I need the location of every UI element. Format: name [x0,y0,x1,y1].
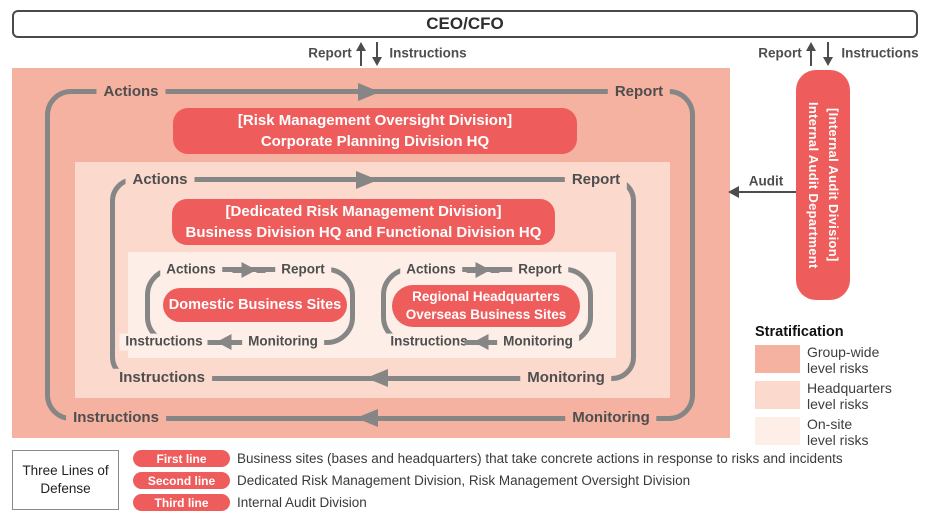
arrow-up-line [360,50,362,66]
legend-line: level risks [807,396,869,412]
group-instructions-label: Instructions [66,408,166,428]
dedicated-line1: [Dedicated Risk Management Division] [225,203,502,220]
arrow-up-icon [806,42,816,51]
hq-monitoring-label: Monitoring [520,368,612,388]
domestic-actions-label: Actions [160,261,222,279]
first-line-description: Business sites (bases and headquarters) … [237,451,843,466]
headquarters-legend-label: Headquarters level risks [807,380,892,412]
arrow-down-icon [372,57,382,66]
domestic-monitoring-label: Monitoring [242,333,324,351]
internal-audit-vertical-text: [Internal Audit Division] Internal Audit… [803,102,843,269]
report-label-right: Report [758,45,802,61]
domestic-box-label: Domestic Business Sites [168,297,342,313]
arrow-left-icon [356,409,378,427]
arrow-down-line [376,42,378,58]
legend-line: On-site [807,416,853,432]
arrow-left-icon [464,334,498,350]
internal-audit-department-box: [Internal Audit Division] Internal Audit… [796,70,850,300]
regional-overseas-sites-box: Regional Headquarters Overseas Business … [392,285,580,327]
stratification-title: Stratification [755,324,844,340]
group-actions-label: Actions [96,82,166,102]
arrow-right-icon [356,171,378,189]
hq-instructions-label: Instructions [112,368,212,388]
instructions-label-left: Instructions [389,45,467,61]
arrow-left-icon [366,369,388,387]
hq-actions-label: Actions [125,170,195,190]
legend-line: Headquarters [807,380,892,396]
regional-monitoring-label: Monitoring [497,333,579,351]
arrow-down-line [827,42,829,58]
group-wide-swatch [755,345,800,373]
arrow-right-icon [466,262,500,278]
audit-box-line1: [Internal Audit Division] [826,108,841,262]
dedicated-line2: Business Division HQ and Functional Divi… [185,224,542,241]
group-monitoring-label: Monitoring [565,408,657,428]
third-line-description: Internal Audit Division [237,495,367,510]
oversight-line2: Corporate Planning Division HQ [260,133,490,150]
regional-actions-label: Actions [400,261,462,279]
instructions-label-right: Instructions [841,45,919,61]
legend-line: level risks [807,432,869,448]
risk-oversight-division-box: [Risk Management Oversight Division] Cor… [173,108,577,154]
regional-instructions-label: Instructions [384,333,474,351]
domestic-instructions-label: Instructions [119,333,209,351]
ceo-cfo-label: CEO/CFO [426,14,504,33]
arrow-right-icon [232,262,266,278]
defense-box-line2: Defense [40,481,91,496]
arrow-left-icon [728,186,739,198]
hq-report-label: Report [564,170,628,190]
domestic-business-sites-box: Domestic Business Sites [163,288,347,322]
second-line-description: Dedicated Risk Management Division, Risk… [237,473,691,488]
arrow-right-icon [358,83,380,101]
onsite-swatch [755,417,800,445]
arrow-up-line [810,50,812,66]
audit-arrow-line [737,191,796,193]
regional-box-line1: Regional Headquarters [412,288,560,304]
domestic-report-label: Report [275,261,331,279]
defense-box-line1: Three Lines of [22,463,109,479]
three-lines-of-defense-box: Three Lines of Defense [12,450,119,510]
headquarters-swatch [755,381,800,409]
legend-line: Group-wide [807,344,880,360]
legend-line: level risks [807,360,869,376]
audit-label: Audit [748,173,784,189]
first-line-badge: First line [133,450,230,467]
dedicated-risk-division-box: [Dedicated Risk Management Division] Bus… [172,199,555,245]
second-line-badge: Second line [133,472,230,489]
third-line-badge: Third line [133,494,230,511]
regional-box-line2: Overseas Business Sites [405,307,567,322]
audit-box-line2: Internal Audit Department [806,101,821,269]
group-report-label: Report [607,82,671,102]
oversight-line1: [Risk Management Oversight Division] [237,112,513,129]
report-label-left: Report [308,45,352,61]
arrow-down-icon [823,57,833,66]
onsite-legend-label: On-site level risks [807,416,868,448]
group-wide-legend-label: Group-wide level risks [807,344,879,376]
regional-report-label: Report [512,261,568,279]
ceo-cfo-box: CEO/CFO [12,10,918,38]
arrow-up-icon [356,42,366,51]
arrow-left-icon [207,334,241,350]
